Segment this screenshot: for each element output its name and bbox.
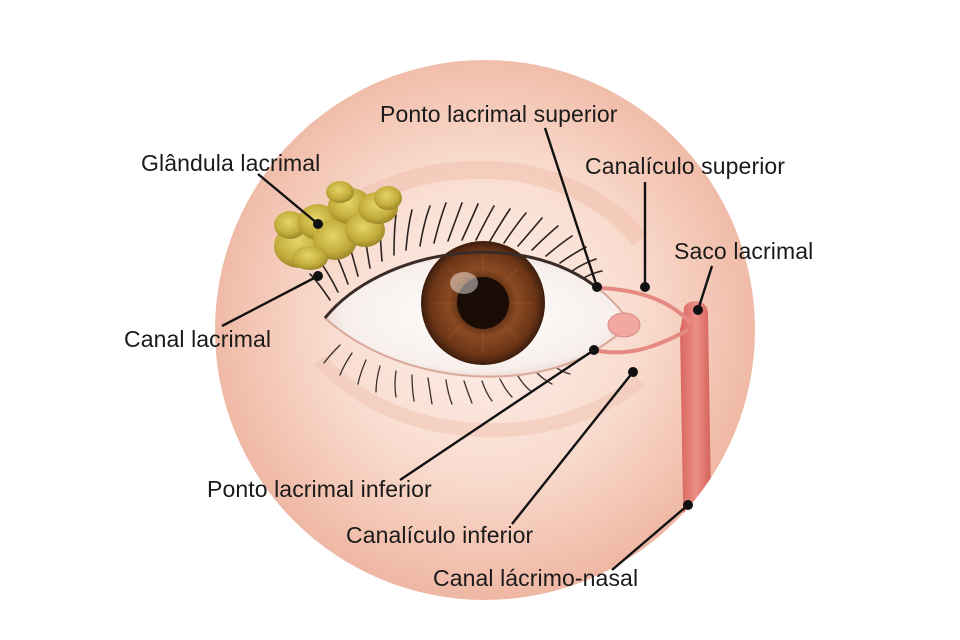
- lacrimal-gland: [274, 181, 402, 270]
- leader-ponto-superior: [543, 127, 599, 288]
- dot-canaliculo-inferior: [628, 367, 638, 377]
- leader-ponto-inferior: [399, 349, 595, 481]
- nasolacrimal-duct: [680, 301, 712, 590]
- eye-highlight: [450, 272, 478, 294]
- dot-canal-lacrimal: [313, 271, 323, 281]
- label-canaliculo-superior: Canalículo superior: [585, 153, 786, 179]
- dot-canal-nasal: [683, 500, 693, 510]
- dot-canaliculo-superior: [640, 282, 650, 292]
- label-ponto-lacrimal-inferior: Ponto lacrimal inferior: [207, 476, 432, 502]
- dot-ponto-superior: [592, 282, 602, 292]
- dot-glandula: [313, 219, 323, 229]
- label-ponto-lacrimal-superior: Ponto lacrimal superior: [380, 101, 618, 127]
- label-saco-lacrimal: Saco lacrimal: [674, 238, 814, 264]
- leader-glandula: [257, 173, 319, 225]
- leader-canal-nasal: [611, 504, 689, 571]
- dot-saco: [693, 305, 703, 315]
- label-glandula-lacrimal: Glândula lacrimal: [141, 150, 321, 176]
- lower-eyelashes: [323, 344, 571, 405]
- pupil: [457, 277, 509, 329]
- leader-saco: [696, 265, 714, 311]
- leader-dots: [313, 219, 703, 510]
- lower-canaliculus: [593, 328, 689, 355]
- caruncle: [607, 312, 641, 338]
- leader-canal-lacrimal: [221, 274, 319, 328]
- dot-ponto-inferior: [589, 345, 599, 355]
- label-canal-lacrimal: Canal lacrimal: [124, 326, 272, 352]
- upper-lid-line: [323, 250, 601, 319]
- leader-lines: [221, 127, 714, 571]
- label-canal-lacrimo-nasal: Canal lácrimo-nasal: [433, 565, 639, 591]
- upper-canaliculus: [599, 286, 692, 324]
- label-canaliculo-inferior: Canalículo inferior: [346, 522, 534, 548]
- leader-canaliculo-inferior: [511, 371, 634, 525]
- iris-texture: [433, 253, 533, 353]
